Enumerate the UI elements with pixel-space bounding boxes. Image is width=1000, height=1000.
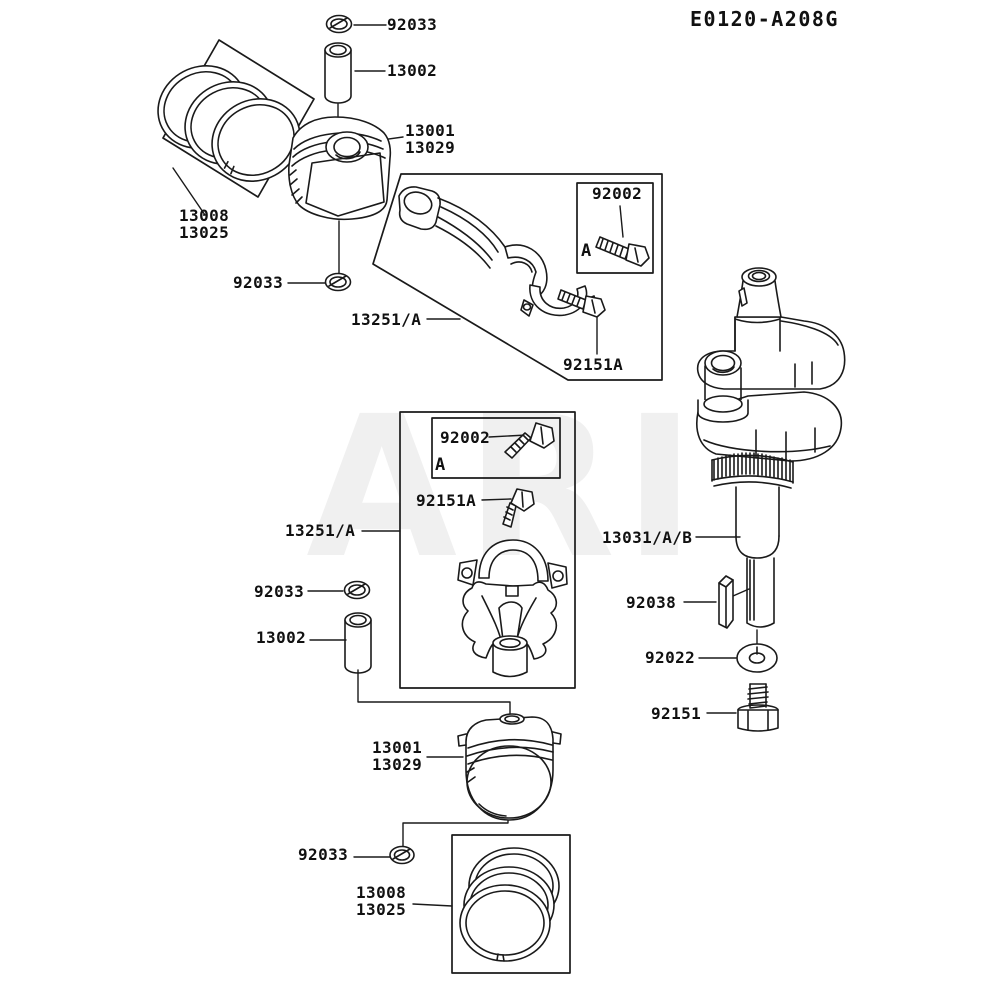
part-label-crankshaft: 13031/A/B: [602, 528, 693, 547]
part-label-circlip-lower: 92033: [254, 582, 305, 601]
circlip-mid-drawing: [324, 272, 352, 292]
piston-pin-lower-drawing: [344, 612, 372, 674]
part-label-bolt-92151a-1: 92151A: [563, 355, 624, 374]
piston-bottom-drawing: [457, 713, 562, 821]
detail-marker-a2: A: [435, 455, 446, 475]
watermark-text: ARI: [306, 374, 704, 601]
detail-marker-a1: A: [581, 241, 592, 261]
part-label-crank-bolt: 92151: [651, 704, 702, 723]
part-label-bolt-92002-boxed-2: 92002: [440, 428, 491, 447]
part-label-woodruff-key: 92038: [626, 593, 677, 612]
bolt-92002-2-drawing: [504, 422, 555, 459]
part-label-circlip-mid: 92033: [233, 273, 284, 292]
bolt-92002-1-drawing: [595, 236, 650, 267]
part-label-conrod-assembly-1: 13251/A: [351, 310, 422, 329]
part-label-piston-pin-lower: 13002: [256, 628, 307, 647]
part-label-piston-pin-top: 13002: [387, 61, 438, 80]
piston-top-drawing: [288, 116, 392, 221]
rings-box-bottom: [451, 834, 571, 974]
conrod-box-1: [372, 173, 663, 381]
part-label-piston-bottom: 13001 13029: [372, 738, 423, 774]
part-label-bolt-92151a-2: 92151A: [416, 491, 477, 510]
bolt-92151-drawing: [737, 683, 779, 732]
part-label-circlip-bottom: 92033: [298, 845, 349, 864]
conrod-1-drawing: [398, 186, 548, 299]
piston-ring-set-top-drawing: [157, 65, 301, 182]
part-label-ring-set-top: 13008 13025: [179, 206, 230, 242]
bolt-92151a-2-drawing: [502, 488, 535, 528]
part-label-ring-set-bottom: 13008 13025: [356, 883, 407, 919]
part-label-bolt-92002-boxed-1: 92002: [592, 184, 643, 203]
circlip-top-drawing: [325, 14, 353, 34]
detail-box-a1: [576, 182, 654, 274]
piston-ring-set-bottom-drawing: [459, 847, 560, 962]
circlip-bottom-drawing: [389, 845, 415, 865]
key-92038-drawing: [718, 575, 734, 629]
bolt-92151a-1-drawing: [557, 289, 606, 318]
part-label-conrod-assembly-2: 13251/A: [285, 521, 356, 540]
diagram-code: E0120-A208G: [690, 7, 839, 31]
circlip-lower-drawing: [343, 580, 371, 600]
detail-box-a2: [431, 417, 561, 479]
part-label-washer: 92022: [645, 648, 696, 667]
crankshaft-drawing: [696, 267, 846, 628]
part-label-piston-top: 13001 13029: [405, 121, 456, 157]
washer-92022-drawing: [736, 643, 778, 673]
part-label-circlip-top: 92033: [387, 15, 438, 34]
conrod-2-drawing: [461, 581, 558, 678]
piston-pin-top-drawing: [324, 42, 352, 104]
conrod-box-2: [399, 411, 576, 689]
conrod-cap-2-drawing: [457, 539, 568, 589]
